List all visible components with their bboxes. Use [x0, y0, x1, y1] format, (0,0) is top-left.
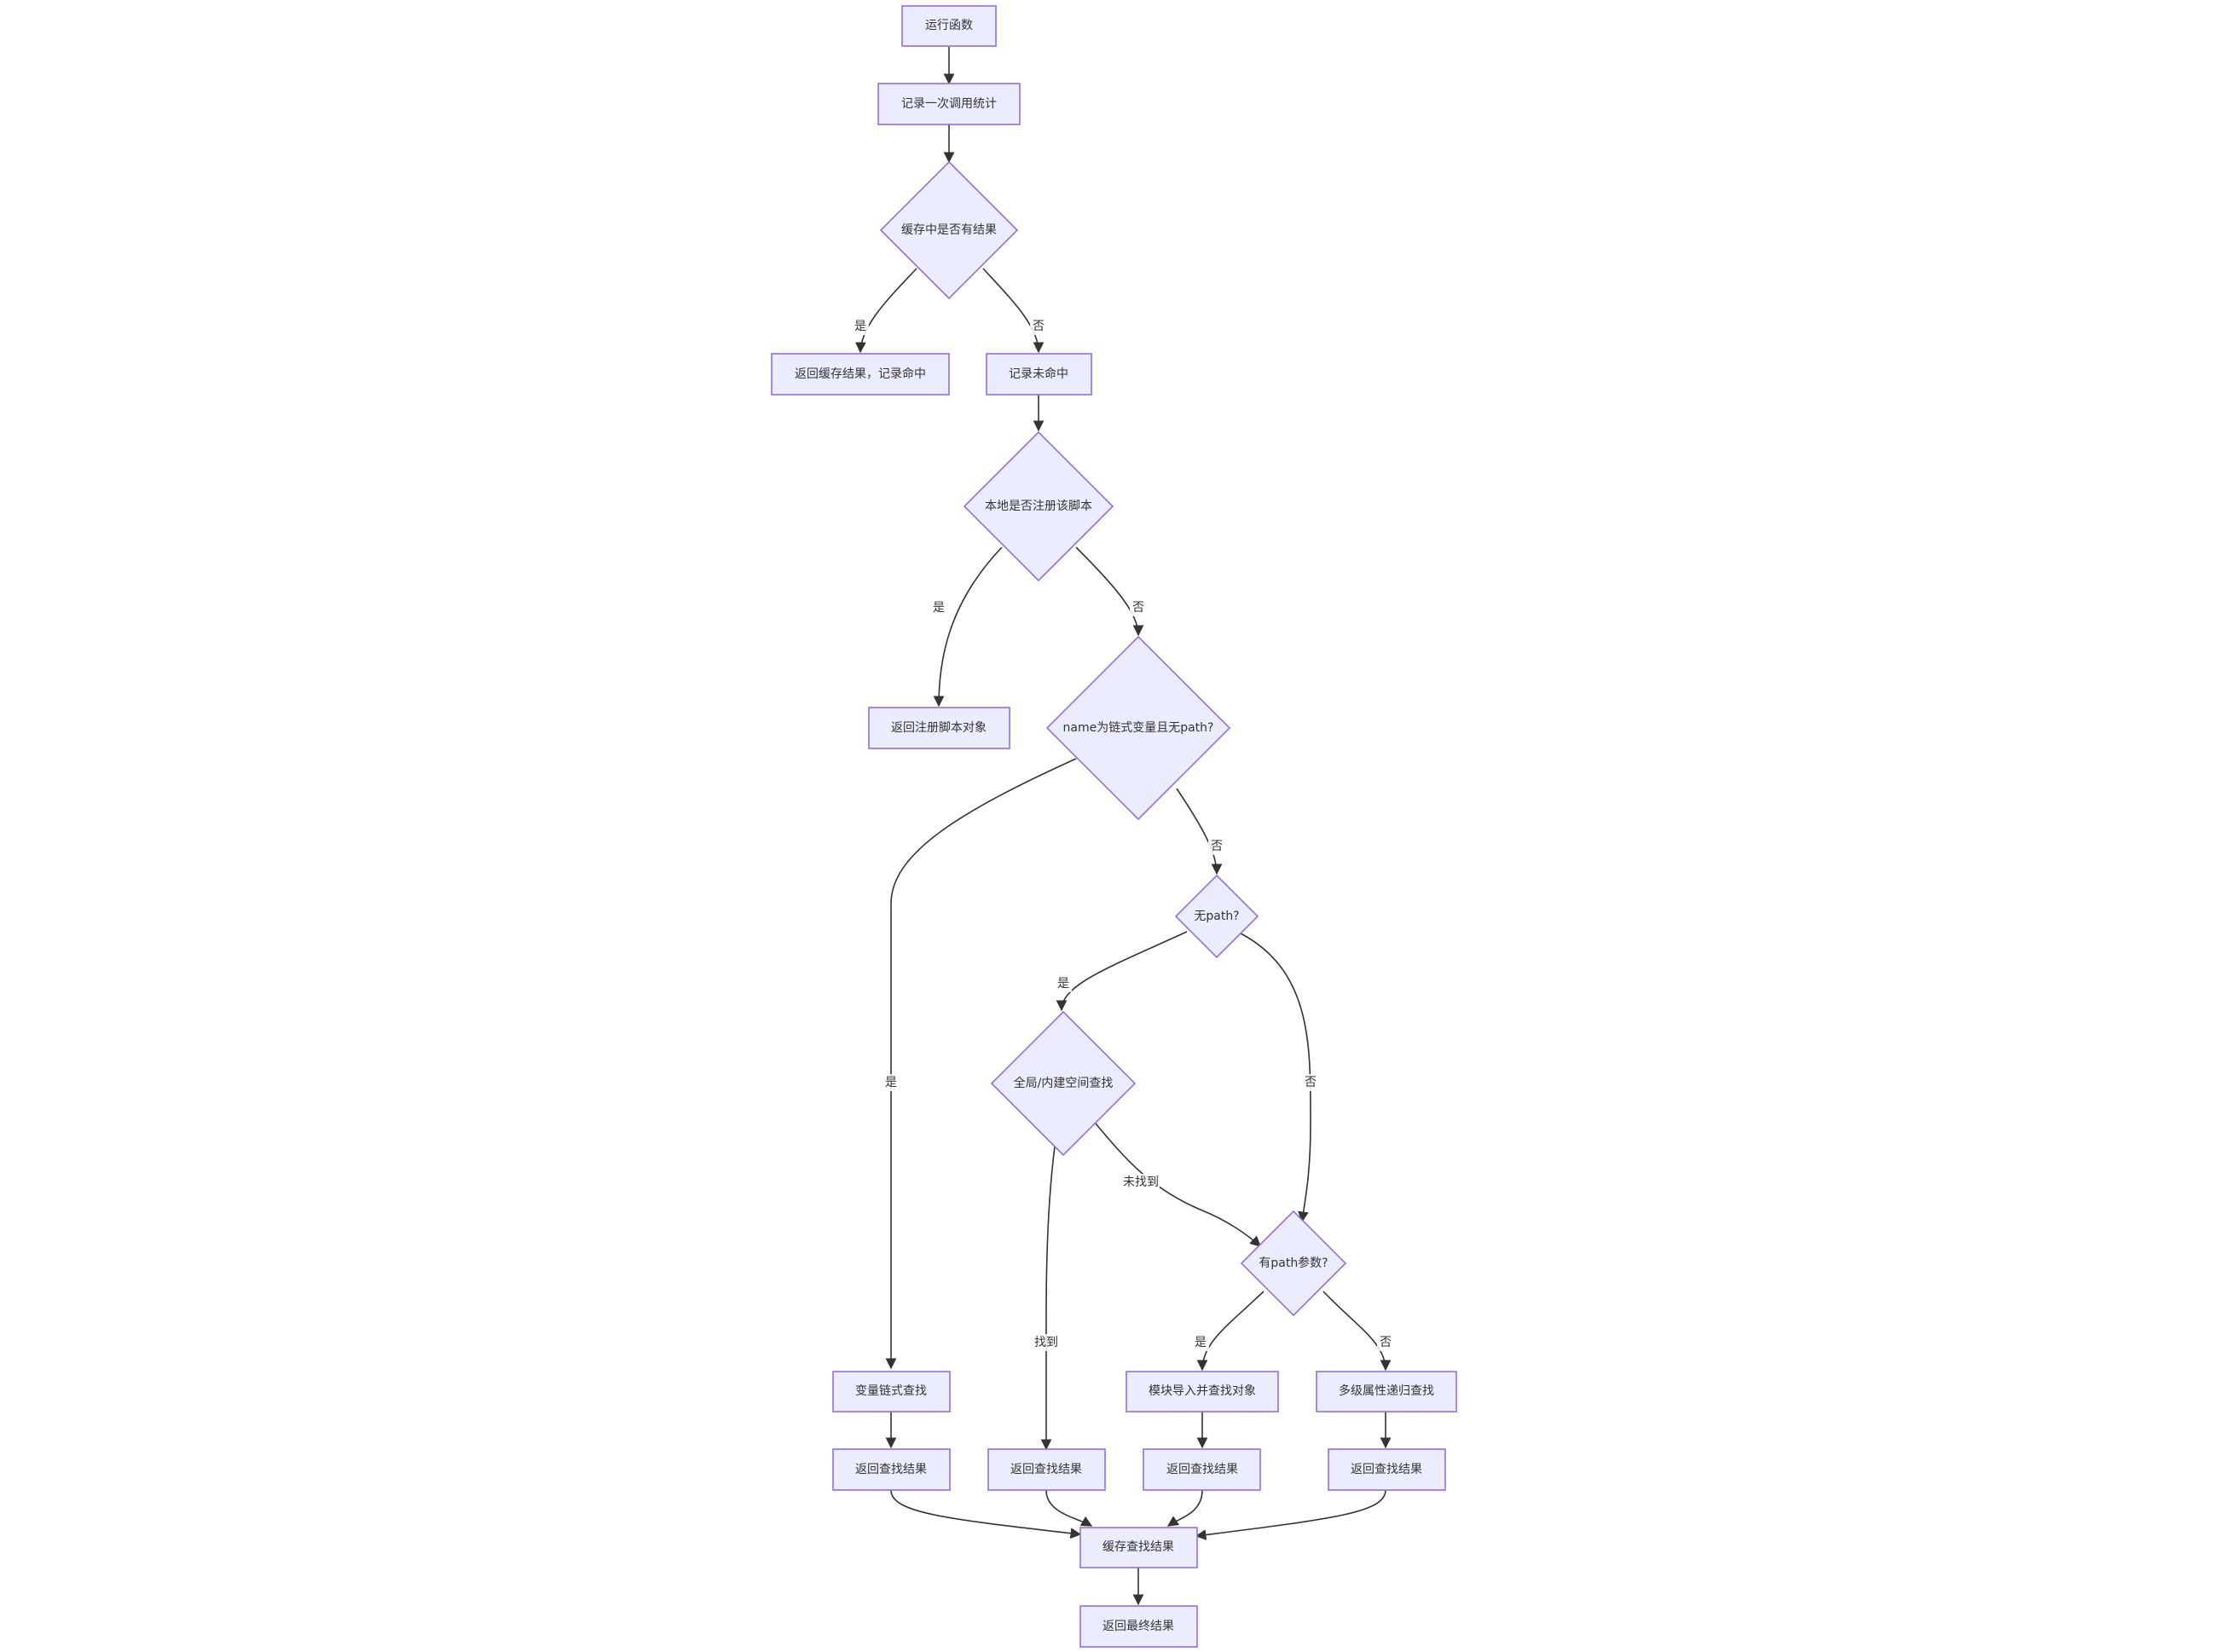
node-record-call: 记录一次调用统计 [877, 83, 1021, 125]
node-label: 本地是否注册该脚本 [985, 500, 1092, 513]
node-return-final: 返回最终结果 [1079, 1605, 1198, 1648]
node-label: 有path参数? [1259, 1256, 1328, 1270]
edge-labels: 是 否 是 否 是 否 是 否 找到 未找到 是 否 [852, 318, 1394, 1351]
edge-chain-no [1176, 788, 1223, 875]
node-label: 返回缓存结果，记录命中 [795, 367, 926, 381]
node-return-result-1: 返回查找结果 [832, 1448, 951, 1491]
edge-chain-yes [885, 758, 1077, 1370]
edge-local-no [1075, 546, 1144, 637]
decision-global-builtin-lookup: 全局/内建空间查找 [990, 1010, 1137, 1157]
node-label: 返回查找结果 [1166, 1463, 1238, 1476]
node-label: 返回查找结果 [1351, 1463, 1422, 1476]
node-label: name为链式变量且无path? [1063, 721, 1214, 735]
node-return-registered: 返回注册脚本对象 [868, 707, 1010, 749]
node-label: 多级属性递归查找 [1339, 1383, 1434, 1398]
edge-return3-to-cache [1166, 1489, 1203, 1527]
nodes: 运行函数 记录一次调用统计 缓存中是否有结果 返回缓存结果，记录命中 记录未命中… [771, 5, 1457, 1648]
edge-return4-to-cache [1195, 1489, 1386, 1540]
node-return-result-3: 返回查找结果 [1143, 1448, 1261, 1491]
node-label: 缓存查找结果 [1102, 1540, 1174, 1554]
edge-label-global-found: 找到 [1034, 1336, 1058, 1349]
decision-chain-no-path: name为链式变量且无path? [1045, 635, 1231, 821]
edge-return1-to-cache [890, 1489, 1082, 1539]
node-var-chain-lookup: 变量链式查找 [832, 1371, 951, 1412]
edge-global-found [1040, 1146, 1056, 1451]
edge-label-cache-yes: 是 [854, 320, 866, 333]
edge-label-global-not-found: 未找到 [1123, 1175, 1159, 1189]
node-label: 记录未命中 [1009, 367, 1068, 381]
edge-nopath-yes [1056, 931, 1188, 1012]
edge-label-local-no: 否 [1132, 601, 1144, 615]
node-label: 返回注册脚本对象 [891, 721, 987, 735]
node-label: 运行函数 [925, 19, 973, 32]
edges [854, 47, 1392, 1606]
node-label: 返回查找结果 [855, 1463, 927, 1476]
node-return-result-2: 返回查找结果 [987, 1448, 1106, 1491]
edge-label-nopath-yes: 是 [1057, 977, 1069, 991]
edge-nopath-no [1240, 933, 1311, 1223]
decision-no-path: 无path? [1174, 874, 1259, 959]
node-label: 返回最终结果 [1102, 1620, 1174, 1633]
edge-label-nopath-no: 否 [1305, 1076, 1317, 1089]
edge-label-haspath-yes: 是 [1195, 1336, 1207, 1349]
node-label: 返回查找结果 [1010, 1463, 1082, 1476]
node-label: 全局/内建空间查找 [1014, 1076, 1114, 1090]
node-return-result-4: 返回查找结果 [1328, 1448, 1446, 1491]
node-return-cache: 返回缓存结果，记录命中 [771, 353, 950, 396]
edge-label-cache-no: 否 [1033, 320, 1045, 333]
edge-haspath-no [1322, 1291, 1392, 1372]
node-run-function: 运行函数 [901, 5, 997, 47]
node-label: 缓存中是否有结果 [901, 223, 997, 237]
node-label: 模块导入并查找对象 [1149, 1384, 1256, 1398]
edge-haspath-yes [1196, 1291, 1264, 1372]
edge-global-not-found [1095, 1123, 1261, 1247]
node-multilevel-lookup: 多级属性递归查找 [1316, 1371, 1457, 1412]
edge-local-yes [933, 546, 1003, 708]
edge-return2-to-cache [1045, 1489, 1093, 1527]
node-record-miss: 记录未命中 [986, 353, 1092, 396]
decision-cache-has-result: 缓存中是否有结果 [879, 160, 1019, 300]
node-label: 变量链式查找 [855, 1384, 927, 1398]
node-cache-result: 缓存查找结果 [1079, 1527, 1198, 1568]
edge-cache-no [982, 268, 1045, 354]
node-label: 无path? [1194, 910, 1239, 923]
edge-label-chain-no: 否 [1211, 840, 1223, 853]
decision-local-registered: 本地是否注册该脚本 [963, 430, 1114, 582]
node-module-import-lookup: 模块导入并查找对象 [1126, 1371, 1279, 1412]
edge-label-haspath-no: 否 [1380, 1336, 1392, 1349]
edge-label-local-yes: 是 [933, 601, 945, 615]
edge-label-chain-yes: 是 [885, 1076, 897, 1089]
edge-cache-yes [854, 268, 917, 354]
decision-has-path-param: 有path参数? [1240, 1210, 1347, 1317]
node-label: 记录一次调用统计 [901, 97, 997, 111]
